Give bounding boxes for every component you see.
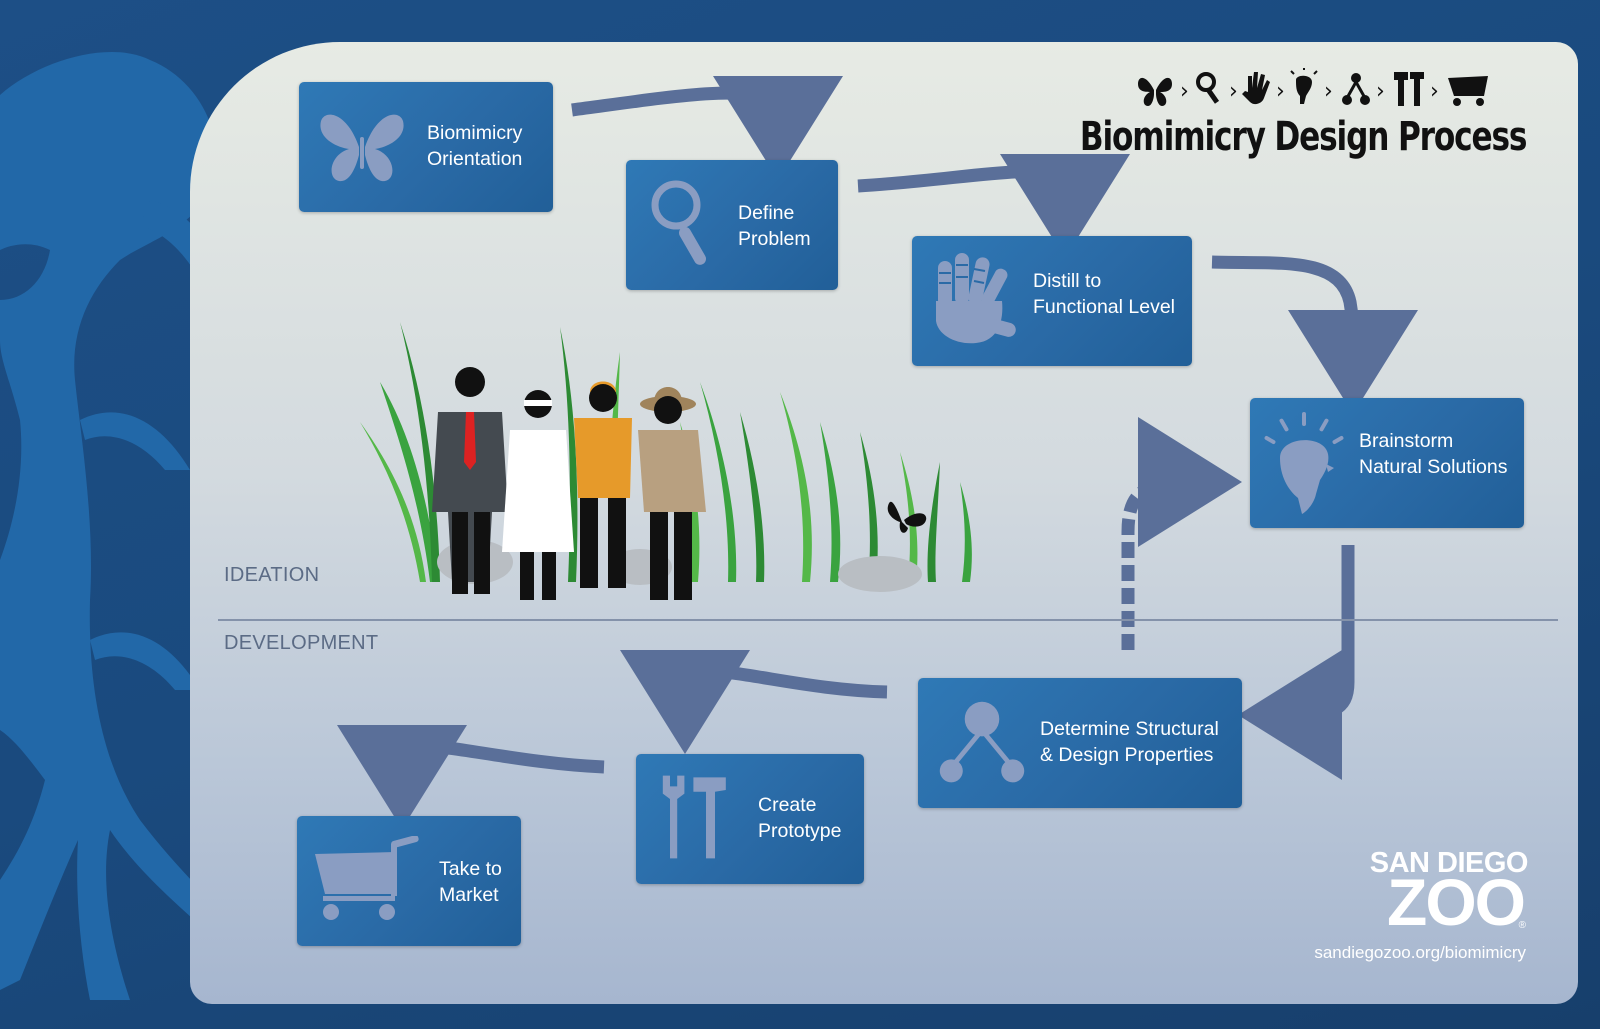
process-icon-sequence: › › › › › ›: [1138, 68, 1488, 106]
seq-butterfly-icon: [1138, 77, 1172, 106]
svg-text:›: ›: [1430, 79, 1439, 104]
business-person-icon: [432, 367, 508, 594]
scientist-icon: [502, 390, 574, 600]
arrow-feedback: [1121, 417, 1242, 650]
arrow-6-to-7: [337, 724, 605, 829]
svg-text:›: ›: [1376, 79, 1385, 104]
seq-cart-icon: [1448, 76, 1488, 106]
seq-hand-icon: [1242, 72, 1270, 105]
svg-text:›: ›: [1180, 79, 1189, 104]
arrow-4-to-5: [1238, 545, 1355, 780]
arrow-1-to-2: [571, 75, 844, 180]
seq-head-icon: [1290, 68, 1318, 104]
step-create-prototype: Create Prototype: [636, 754, 864, 884]
svg-text:›: ›: [1229, 79, 1238, 104]
section-label-development: DEVELOPMENT: [224, 632, 379, 654]
construction-worker-icon: [574, 381, 632, 588]
step-label: Define Problem: [738, 202, 811, 250]
step-label: Distill to Functional Level: [1033, 270, 1176, 318]
flow-arrows: [337, 75, 1419, 829]
arrow-5-to-6: [620, 649, 888, 754]
zookeeper-icon: [638, 387, 706, 600]
head-lightbulb-icon: [1264, 412, 1344, 514]
step-label: Create Prototype: [758, 794, 842, 842]
seq-tools-icon: [1394, 72, 1424, 106]
tools-icon: [662, 775, 726, 859]
svg-text:›: ›: [1324, 79, 1333, 104]
step-take-to-market: Take to Market: [297, 816, 521, 946]
step-distill-functional-level: Distill to Functional Level: [912, 236, 1192, 366]
step-define-problem: Define Problem: [626, 160, 838, 290]
step-determine-structural-design-properties: Determine Structural & Design Properties: [918, 678, 1242, 808]
svg-text:›: ›: [1276, 79, 1285, 104]
logo-san-diego: SAN DIEGO: [1369, 847, 1529, 879]
butterfly-icon: [320, 114, 404, 182]
step-label: Biomimicry Orientation: [427, 122, 523, 170]
step-label: Take to Market: [439, 858, 502, 906]
seq-structure-icon: [1342, 73, 1370, 105]
diagram-panel: › › › › › › Biomimicry Design Process Bi…: [190, 42, 1578, 1004]
section-label-ideation: IDEATION: [224, 564, 320, 586]
step-label: Brainstorm Natural Solutions: [1359, 430, 1508, 478]
step-label: Determine Structural & Design Properties: [1040, 718, 1219, 766]
logo-registered-mark: ®: [1518, 920, 1526, 931]
section-divider: [218, 619, 1558, 621]
seq-magnifier-icon: [1196, 72, 1220, 104]
small-butterfly-icon: [887, 501, 927, 533]
tree-silhouette-icon: [0, 52, 240, 1000]
arrow-3-to-4: [1211, 255, 1419, 414]
team-in-grass-illustration: [360, 322, 972, 600]
website-url: sandiegozoo.org/biomimicry: [1314, 943, 1526, 962]
step-brainstorm-natural-solutions: Brainstorm Natural Solutions: [1250, 398, 1524, 528]
hand-icon: [936, 253, 1016, 344]
structure-icon: [939, 701, 1025, 783]
diagram-title: Biomimicry Design Process: [1079, 114, 1528, 160]
step-biomimicry-orientation: Biomimicry Orientation: [299, 82, 553, 212]
arrow-2-to-3: [857, 153, 1131, 258]
magnifier-icon: [651, 180, 706, 265]
cart-icon: [315, 836, 419, 920]
logo-zoo: ZOO: [1387, 865, 1526, 939]
